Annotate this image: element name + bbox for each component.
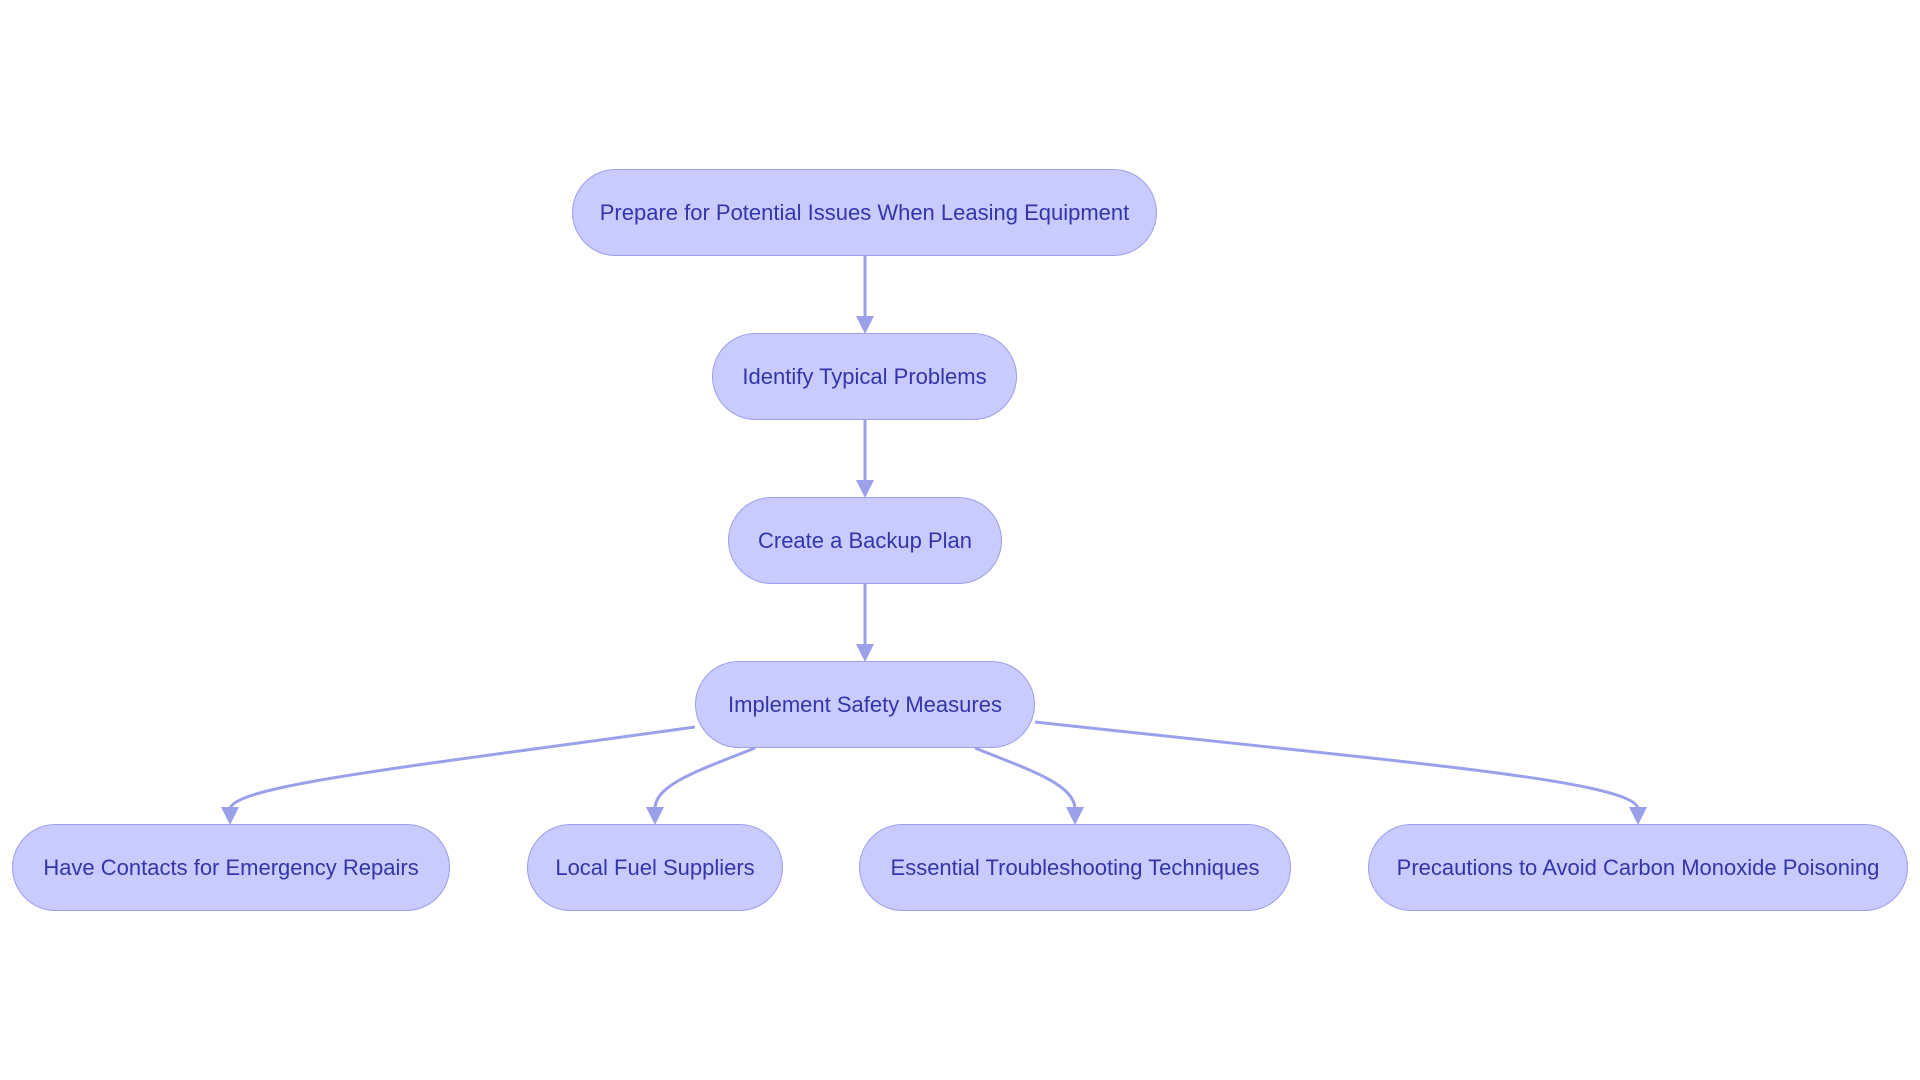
node-identify-label: Identify Typical Problems xyxy=(742,363,987,389)
node-carbon: Precautions to Avoid Carbon Monoxide Poi… xyxy=(1368,824,1908,911)
edge-safety-to-contacts xyxy=(221,725,696,825)
edge-safety-to-fuel xyxy=(646,746,756,825)
edge-safety-to-carbon xyxy=(1034,720,1647,825)
node-troubleshooting: Essential Troubleshooting Techniques xyxy=(859,824,1291,911)
node-troubleshooting-label: Essential Troubleshooting Techniques xyxy=(890,854,1260,880)
node-safety: Implement Safety Measures xyxy=(695,661,1035,748)
node-backup: Create a Backup Plan xyxy=(728,497,1002,584)
edge-safety-to-troubleshooting xyxy=(974,746,1084,825)
node-carbon-label: Precautions to Avoid Carbon Monoxide Poi… xyxy=(1396,854,1880,880)
node-fuel: Local Fuel Suppliers xyxy=(527,824,783,911)
node-contacts: Have Contacts for Emergency Repairs xyxy=(12,824,450,911)
node-fuel-label: Local Fuel Suppliers xyxy=(555,854,755,880)
node-contacts-label: Have Contacts for Emergency Repairs xyxy=(43,854,419,880)
node-identify: Identify Typical Problems xyxy=(712,333,1017,420)
edge-backup-to-safety xyxy=(856,584,874,662)
edge-identify-to-backup xyxy=(856,420,874,498)
node-prepare: Prepare for Potential Issues When Leasin… xyxy=(572,169,1157,256)
node-prepare-label: Prepare for Potential Issues When Leasin… xyxy=(599,199,1130,225)
edge-prepare-to-identify xyxy=(856,256,874,334)
node-backup-label: Create a Backup Plan xyxy=(757,527,973,553)
node-safety-label: Implement Safety Measures xyxy=(728,691,1002,717)
